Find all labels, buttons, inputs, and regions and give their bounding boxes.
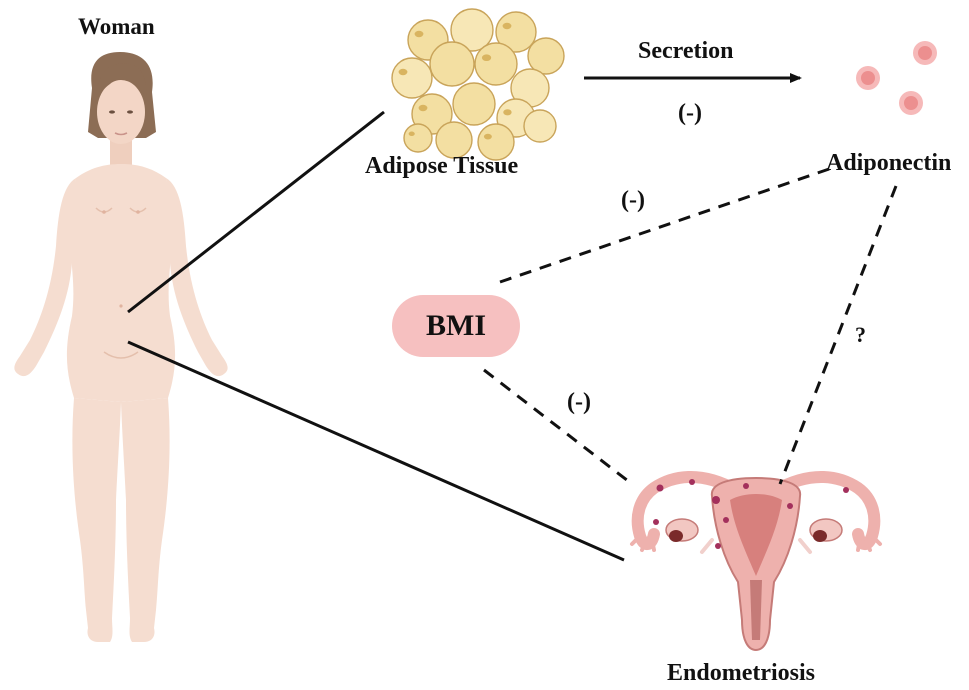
fat-cell — [477, 123, 515, 161]
woman-to-adipose-line — [127, 110, 385, 314]
adipose-tissue-icon — [391, 8, 565, 161]
connector-lines — [127, 73, 898, 562]
bmi-endometriosis-effect-label: (-) — [567, 389, 591, 415]
fat-cell — [403, 123, 433, 153]
fat-cell — [435, 121, 473, 159]
woman-figure-icon — [14, 52, 228, 642]
adiponectin-dot — [861, 71, 875, 85]
fat-cell — [495, 11, 537, 53]
bmi-to-endometriosis-dashed-line — [483, 368, 633, 486]
fat-cell-nucleus — [502, 22, 512, 30]
lesion-dot — [656, 484, 664, 492]
adiponectin-dot — [904, 96, 918, 110]
bmi-adiponectin-effect-label: (-) — [621, 187, 645, 213]
fat-cell-nucleus — [418, 104, 428, 112]
uterus-icon — [630, 471, 882, 652]
woman-label: Woman — [78, 14, 155, 39]
fat-cell-nucleus — [483, 133, 492, 140]
adiponectin-to-endometriosis-dashed-line — [778, 185, 898, 485]
lesion-dot — [843, 487, 849, 493]
unknown-relation-label: ? — [855, 322, 866, 347]
secretion-effect-label: (-) — [678, 100, 702, 126]
lesion-dot — [712, 496, 720, 504]
adiponectin-label: Adiponectin — [826, 150, 952, 176]
fat-cell-nucleus — [481, 54, 492, 62]
fat-cell — [452, 82, 496, 126]
fat-cell — [474, 42, 518, 86]
fat-cell-nucleus — [398, 68, 408, 76]
endometriosis-label: Endometriosis — [667, 660, 816, 686]
fat-cell — [527, 37, 565, 75]
fat-cell — [450, 8, 494, 52]
lesion-dot — [723, 517, 729, 523]
fat-cell — [429, 41, 475, 87]
fat-cell-nucleus — [408, 131, 415, 137]
lesion-dot — [715, 543, 721, 549]
bmi-label: BMI — [426, 309, 486, 342]
lesion-dot — [743, 483, 749, 489]
fat-cell-nucleus — [503, 109, 512, 116]
fat-cell — [391, 57, 433, 99]
lesion-dot — [787, 503, 793, 509]
woman-to-endometriosis-line — [127, 340, 625, 562]
adiponectin-molecules-icon — [856, 41, 937, 115]
bmi-node: BMI — [392, 295, 520, 357]
adiponectin-dot — [918, 46, 932, 60]
lesion-dot — [689, 479, 695, 485]
bmi-to-adiponectin-dashed-line — [499, 166, 833, 284]
secretion-label: Secretion — [638, 38, 734, 64]
lesion-dot — [653, 519, 659, 525]
fat-cell-nucleus — [414, 30, 424, 38]
fat-cell — [523, 109, 557, 143]
adipose-tissue-label: Adipose Tissue — [365, 153, 519, 179]
